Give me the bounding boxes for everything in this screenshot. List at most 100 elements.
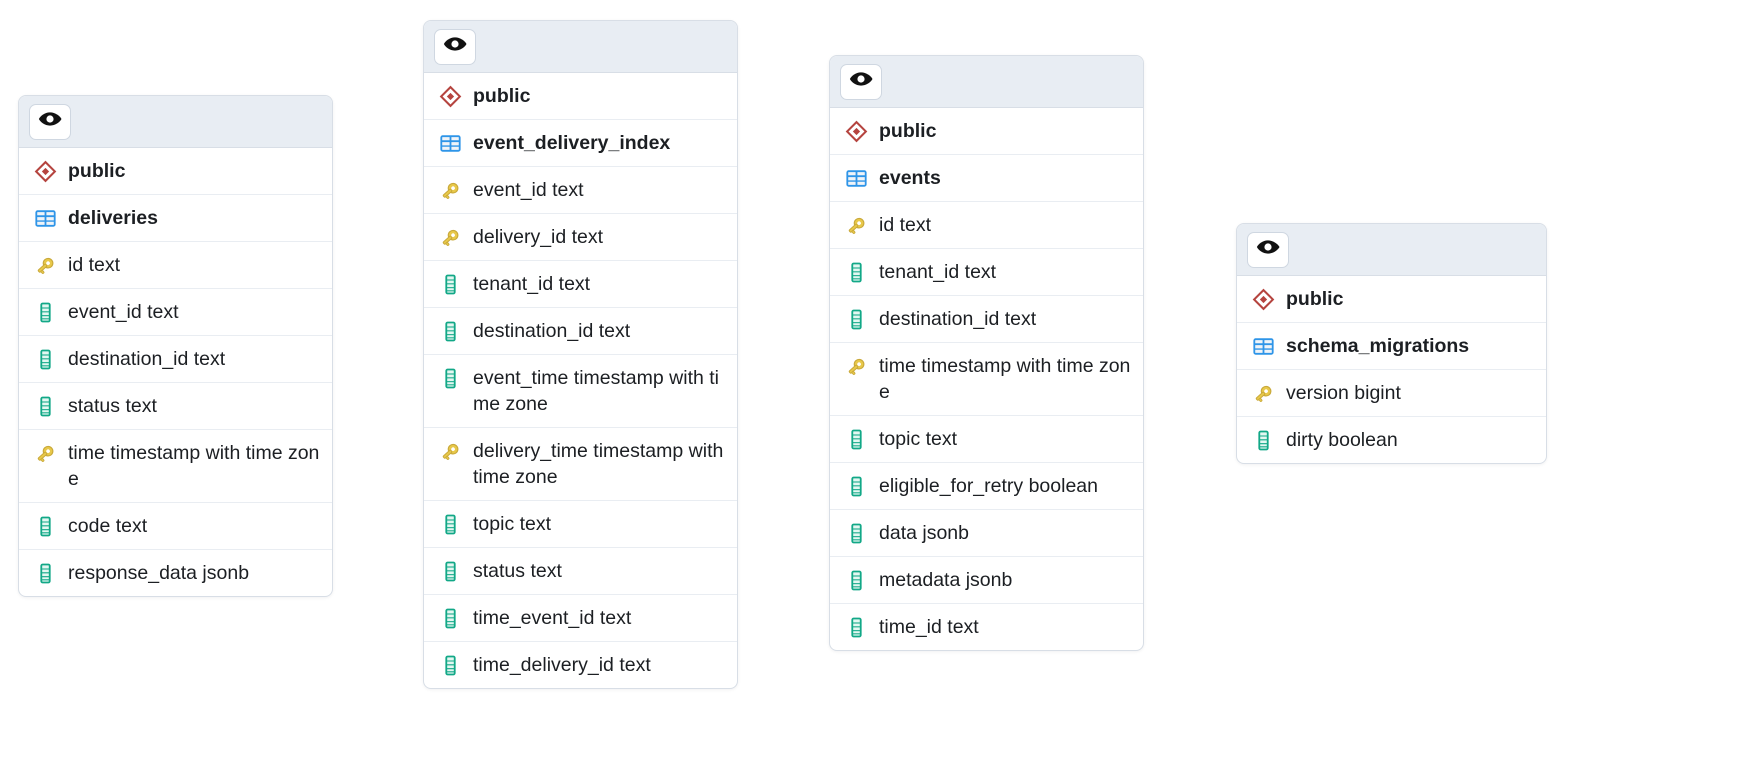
column-row[interactable]: tenant_id text: [830, 249, 1143, 296]
visibility-toggle-button[interactable]: [840, 63, 882, 100]
column-icon: [438, 319, 462, 343]
table-card-header: [830, 56, 1143, 108]
column-label: tenant_id text: [879, 261, 997, 283]
column-icon: [33, 300, 57, 324]
diamond-icon: [438, 85, 462, 109]
table-card-event_delivery_index[interactable]: public event_delivery_index event_id text d…: [423, 20, 738, 689]
column-row[interactable]: time timestamp with time zone: [19, 430, 332, 503]
column-label: time_event_id text: [473, 607, 632, 629]
schema-name: public: [68, 160, 126, 182]
column-label: topic text: [473, 513, 552, 535]
eye-icon: [442, 31, 468, 62]
column-row[interactable]: time_id text: [830, 604, 1143, 650]
column-row[interactable]: code text: [19, 503, 332, 550]
column-row[interactable]: event_id text: [19, 289, 332, 336]
column-icon: [844, 260, 868, 284]
table-name-row[interactable]: event_delivery_index: [424, 120, 737, 167]
column-row[interactable]: destination_id text: [19, 336, 332, 383]
column-row[interactable]: time_event_id text: [424, 595, 737, 642]
table-name-row[interactable]: events: [830, 155, 1143, 202]
column-icon: [844, 615, 868, 639]
key-icon: [844, 354, 868, 378]
table-card-deliveries[interactable]: public deliveries id text event_id text dest…: [18, 95, 333, 597]
column-row[interactable]: id text: [830, 202, 1143, 249]
schema-name: public: [879, 120, 937, 142]
eye-icon: [848, 66, 874, 97]
table-name: schema_migrations: [1286, 335, 1470, 357]
column-row[interactable]: status text: [19, 383, 332, 430]
column-icon: [844, 521, 868, 545]
column-icon: [844, 474, 868, 498]
column-icon: [438, 559, 462, 583]
table-card-events[interactable]: public events id text tenant_id text destina…: [829, 55, 1144, 651]
table-name: event_delivery_index: [473, 132, 671, 154]
column-icon: [844, 427, 868, 451]
table-grid-icon: [844, 167, 868, 191]
column-label: response_data jsonb: [68, 562, 250, 584]
column-row[interactable]: destination_id text: [424, 308, 737, 355]
column-label: time timestamp with time zone: [879, 355, 1131, 403]
key-icon: [438, 439, 462, 463]
column-label: destination_id text: [879, 308, 1037, 330]
column-row[interactable]: destination_id text: [830, 296, 1143, 343]
table-card-header: [1237, 224, 1546, 276]
column-label: status text: [68, 395, 157, 417]
table-name-row[interactable]: schema_migrations: [1237, 323, 1546, 370]
column-label: delivery_id text: [473, 226, 604, 248]
column-label: destination_id text: [68, 348, 226, 370]
column-row[interactable]: data jsonb: [830, 510, 1143, 557]
column-row[interactable]: delivery_id text: [424, 214, 737, 261]
column-row[interactable]: event_time timestamp with time zone: [424, 355, 737, 428]
column-label: event_id text: [473, 179, 584, 201]
visibility-toggle-button[interactable]: [434, 28, 476, 65]
column-label: delivery_time timestamp with time zone: [473, 440, 724, 488]
column-row[interactable]: dirty boolean: [1237, 417, 1546, 463]
column-label: id text: [68, 254, 121, 276]
table-grid-icon: [33, 207, 57, 231]
key-icon: [844, 213, 868, 237]
eye-icon: [1255, 234, 1281, 265]
column-row[interactable]: tenant_id text: [424, 261, 737, 308]
column-row[interactable]: topic text: [424, 501, 737, 548]
table-name: deliveries: [68, 207, 158, 229]
schema-row[interactable]: public: [830, 108, 1143, 155]
column-row[interactable]: event_id text: [424, 167, 737, 214]
column-icon: [438, 512, 462, 536]
column-row[interactable]: eligible_for_retry boolean: [830, 463, 1143, 510]
column-label: time timestamp with time zone: [68, 442, 320, 490]
column-label: event_id text: [68, 301, 179, 323]
table-grid-icon: [1251, 335, 1275, 359]
column-row[interactable]: delivery_time timestamp with time zone: [424, 428, 737, 501]
column-label: eligible_for_retry boolean: [879, 475, 1098, 497]
column-row[interactable]: status text: [424, 548, 737, 595]
column-row[interactable]: time timestamp with time zone: [830, 343, 1143, 416]
column-label: time_id text: [879, 616, 979, 638]
column-icon: [33, 561, 57, 585]
column-row[interactable]: time_delivery_id text: [424, 642, 737, 688]
eye-icon: [37, 106, 63, 137]
column-row[interactable]: metadata jsonb: [830, 557, 1143, 604]
column-row[interactable]: id text: [19, 242, 332, 289]
schema-row[interactable]: public: [424, 73, 737, 120]
table-name-row[interactable]: deliveries: [19, 195, 332, 242]
visibility-toggle-button[interactable]: [29, 103, 71, 140]
schema-row[interactable]: public: [1237, 276, 1546, 323]
schema-name: public: [1286, 288, 1344, 310]
column-row[interactable]: topic text: [830, 416, 1143, 463]
table-name: events: [879, 167, 941, 189]
column-row[interactable]: response_data jsonb: [19, 550, 332, 596]
column-icon: [438, 606, 462, 630]
schema-row[interactable]: public: [19, 148, 332, 195]
column-row[interactable]: version bigint: [1237, 370, 1546, 417]
table-grid-icon: [438, 132, 462, 156]
key-icon: [33, 253, 57, 277]
column-icon: [844, 307, 868, 331]
column-icon: [844, 568, 868, 592]
column-label: tenant_id text: [473, 273, 591, 295]
column-icon: [438, 272, 462, 296]
key-icon: [1251, 381, 1275, 405]
visibility-toggle-button[interactable]: [1247, 231, 1289, 268]
column-label: id text: [879, 214, 932, 236]
